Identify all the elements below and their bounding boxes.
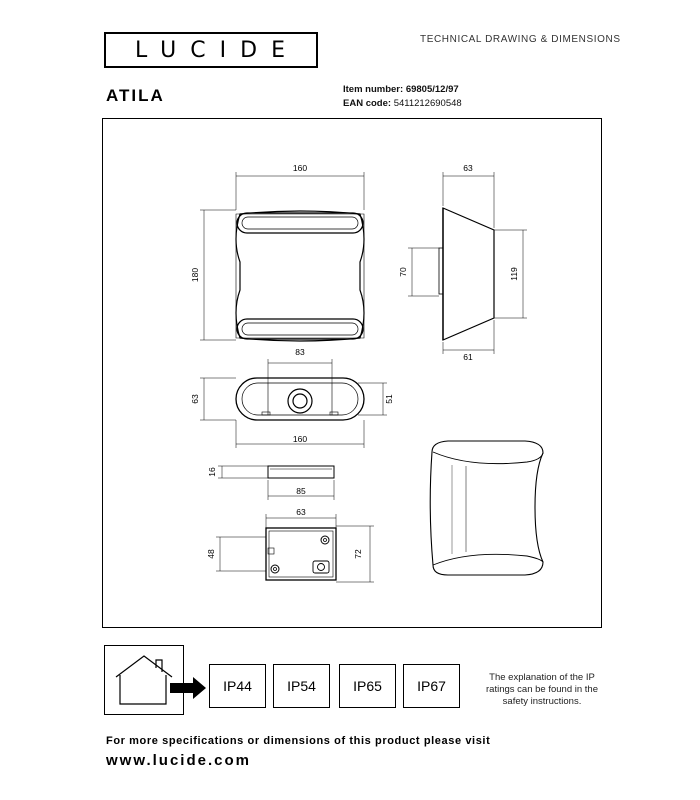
ip-rating-ip44: IP44 <box>209 664 266 708</box>
arrow-right-icon <box>170 677 206 699</box>
dim-top-inner-depth: 51 <box>384 394 394 404</box>
dim-side-bottom-depth: 61 <box>463 352 473 362</box>
item-number-label: Item number: <box>343 84 404 95</box>
ean-code-line: EAN code: 5411212690548 <box>343 98 462 109</box>
dim-side-total-height: 119 <box>509 267 519 281</box>
brand-logo-text: LUCIDE <box>135 37 299 63</box>
dim-plate-width: 85 <box>296 486 306 496</box>
ip-ratings-note: The explanation of the IP ratings can be… <box>486 672 598 707</box>
dim-box-height: 72 <box>353 549 363 559</box>
brand-logo: LUCIDE <box>104 32 318 68</box>
technical-drawing-frame <box>102 118 602 628</box>
dim-front-width: 160 <box>293 163 307 173</box>
house-icon <box>115 655 173 705</box>
more-specs-text: For more specifications or dimensions of… <box>106 735 491 747</box>
ean-code-label: EAN code: <box>343 98 392 109</box>
perspective-view-drawing <box>429 440 544 576</box>
item-number-line: Item number: 69805/12/97 <box>343 84 459 95</box>
ean-code-value: 5411212690548 <box>393 98 462 109</box>
top-view-drawing <box>235 377 365 421</box>
dim-top-depth: 63 <box>190 394 200 404</box>
dim-side-mount-height: 70 <box>398 267 408 277</box>
junction-box-drawing <box>265 527 337 581</box>
document-title: TECHNICAL DRAWING & DIMENSIONS <box>420 34 621 45</box>
dim-side-top-depth: 63 <box>463 163 473 173</box>
dim-box-inner-height: 48 <box>206 549 216 559</box>
dim-plate-height: 16 <box>207 467 217 477</box>
website-link[interactable]: www.lucide.com <box>106 752 251 769</box>
ip-rating-ip65: IP65 <box>339 664 396 708</box>
indoor-use-box <box>104 645 184 715</box>
dim-box-width: 63 <box>296 507 306 517</box>
mounting-plate-drawing <box>267 465 335 479</box>
ip-rating-ip54: IP54 <box>273 664 330 708</box>
front-view-drawing <box>235 210 365 342</box>
side-view-drawing <box>438 207 495 341</box>
dim-top-width: 160 <box>293 434 307 444</box>
ip-rating-ip67: IP67 <box>403 664 460 708</box>
item-number-value: 69805/12/97 <box>405 84 459 95</box>
product-name: ATILA <box>106 86 165 105</box>
dim-front-height: 180 <box>190 268 200 282</box>
dim-top-inner-width: 83 <box>295 347 305 357</box>
